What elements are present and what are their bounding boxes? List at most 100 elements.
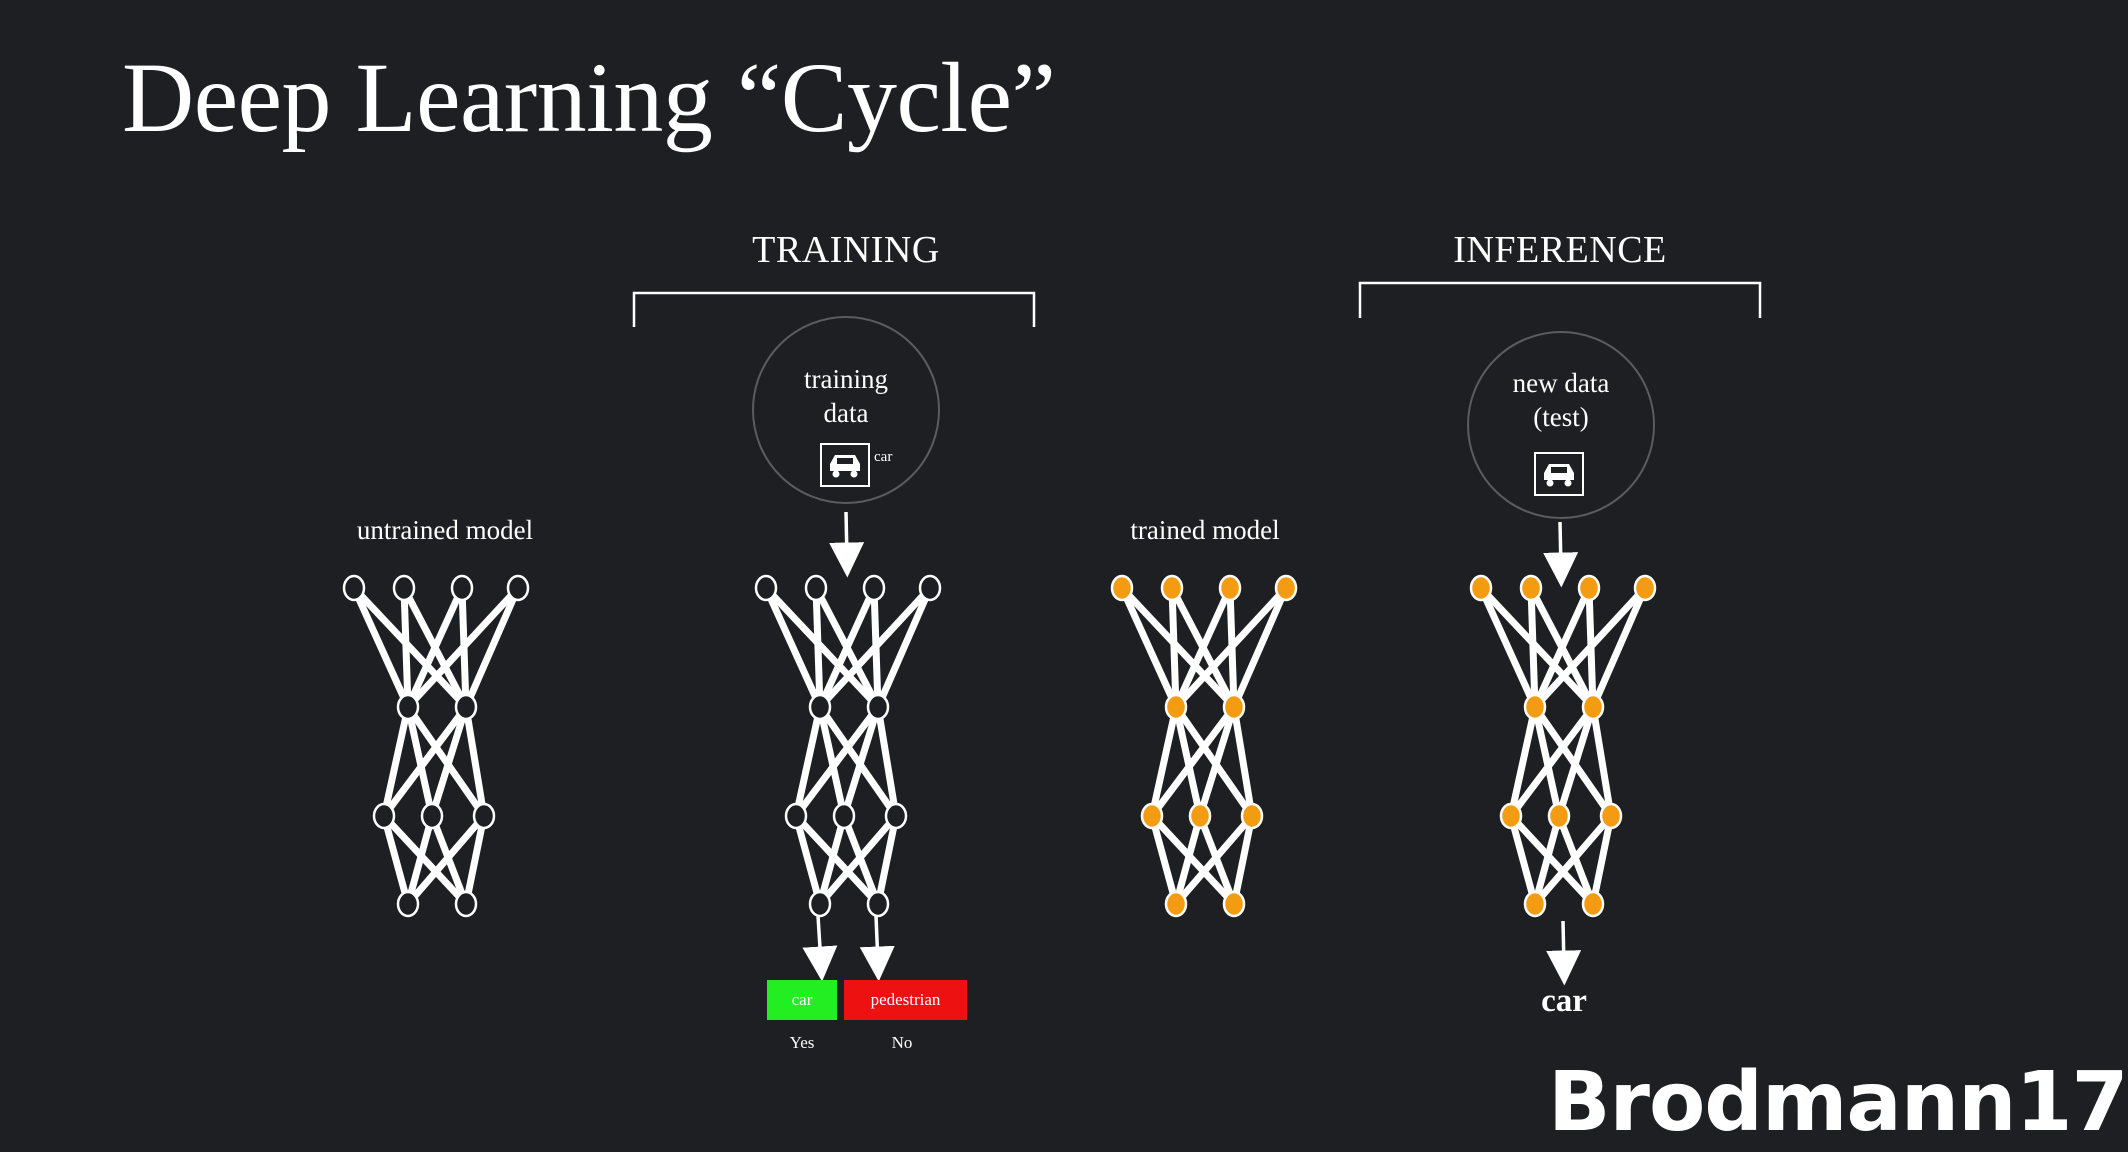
network-edge — [816, 815, 848, 905]
pedestrian-output-arrow — [859, 915, 895, 982]
network-edge — [1532, 585, 1648, 710]
inference-result-label: car — [1541, 983, 1587, 1019]
network-edge — [381, 813, 469, 907]
network-edge — [1119, 585, 1237, 710]
car-icon — [820, 443, 870, 487]
network-node — [808, 890, 832, 918]
new-data-label-line2: (test) — [1533, 402, 1589, 432]
network-edge — [1118, 586, 1180, 709]
network-edge — [351, 585, 469, 710]
training-data-circle — [752, 316, 940, 504]
network-node — [1140, 802, 1164, 830]
network-edge — [874, 706, 900, 817]
network-edge — [462, 815, 488, 905]
network-node — [1581, 693, 1605, 721]
network-edge — [817, 585, 933, 710]
network-edge — [1531, 586, 1593, 709]
pedestrian-no-caption: No — [891, 1033, 913, 1052]
new-data-label-line1: new data — [1512, 368, 1610, 398]
training-data-label-line1: training — [804, 364, 888, 394]
network-edge — [816, 586, 878, 709]
network-node — [1599, 802, 1623, 830]
network-edge — [1555, 705, 1597, 818]
network-edge — [762, 586, 824, 709]
network-edge — [1148, 706, 1180, 817]
network-node — [396, 693, 420, 721]
training-data-arrow — [829, 511, 865, 578]
network-edge — [404, 815, 436, 905]
network-node — [754, 574, 778, 602]
network-node — [784, 802, 808, 830]
training-bracket — [632, 291, 1036, 327]
car-yes-caption: Yes — [789, 1033, 815, 1052]
network-node — [372, 802, 396, 830]
slide-title: Deep Learning “Cycle” — [122, 42, 1056, 153]
network-node — [1523, 890, 1547, 918]
network-node — [804, 574, 828, 602]
network-node — [1469, 574, 1493, 602]
network-node — [342, 574, 366, 602]
inference-network — [1469, 574, 1657, 918]
network-node — [1577, 574, 1601, 602]
network-node — [862, 574, 886, 602]
network-edge — [1477, 586, 1539, 709]
network-node — [1581, 890, 1605, 918]
pedestrian-result-box: pedestrian — [844, 980, 967, 1020]
trained-model-label: trained model — [1130, 515, 1280, 545]
network-edge — [812, 587, 824, 708]
training-data-label-line2: data — [823, 398, 869, 428]
network-node — [1499, 802, 1523, 830]
brand-logo: Brodmann17 — [1548, 1055, 2128, 1150]
network-node — [1222, 693, 1246, 721]
network-edge — [816, 706, 848, 817]
network-edge — [428, 705, 470, 818]
network-edge — [793, 704, 881, 819]
untrained-network — [342, 574, 530, 918]
network-node — [454, 890, 478, 918]
network-edge — [404, 706, 436, 817]
network-node — [1188, 802, 1212, 830]
network-edge — [1478, 585, 1596, 710]
network-edge — [400, 587, 412, 708]
network-edge — [381, 704, 469, 819]
training-network — [754, 574, 942, 918]
network-node — [1633, 574, 1657, 602]
inference-output-arrow — [1546, 920, 1582, 986]
network-edge — [1149, 704, 1237, 819]
training-car-caption: car — [874, 449, 893, 465]
network-edge — [1507, 706, 1539, 817]
inference-section-label: INFERENCE — [1453, 229, 1667, 271]
network-edge — [1168, 587, 1180, 708]
network-node — [866, 890, 890, 918]
new-data-arrow — [1543, 521, 1579, 588]
network-edge — [462, 706, 488, 817]
car-result-box: car — [767, 980, 837, 1020]
network-edge — [1230, 815, 1256, 905]
network-node — [884, 802, 908, 830]
network-edge — [793, 813, 881, 907]
network-node — [392, 574, 416, 602]
network-edge — [1507, 815, 1539, 905]
network-edge — [1148, 815, 1180, 905]
network-node — [1274, 574, 1298, 602]
network-node — [1547, 802, 1571, 830]
training-data-label: training data — [766, 362, 926, 430]
trained-network — [1110, 574, 1298, 918]
network-edge — [1531, 706, 1563, 817]
network-edge — [1230, 706, 1256, 817]
network-node — [1164, 890, 1188, 918]
network-edge — [1508, 813, 1596, 907]
network-node — [420, 802, 444, 830]
network-edge — [1173, 813, 1255, 907]
network-edge — [1531, 815, 1563, 905]
network-edge — [1196, 705, 1238, 818]
network-edge — [1508, 704, 1596, 819]
untrained-model-label: untrained model — [356, 515, 534, 545]
network-node — [832, 802, 856, 830]
network-edge — [462, 586, 522, 709]
network-edge — [1589, 586, 1649, 709]
network-node — [918, 574, 942, 602]
car-output-arrow — [802, 915, 838, 982]
network-node — [1222, 890, 1246, 918]
network-node — [396, 890, 420, 918]
